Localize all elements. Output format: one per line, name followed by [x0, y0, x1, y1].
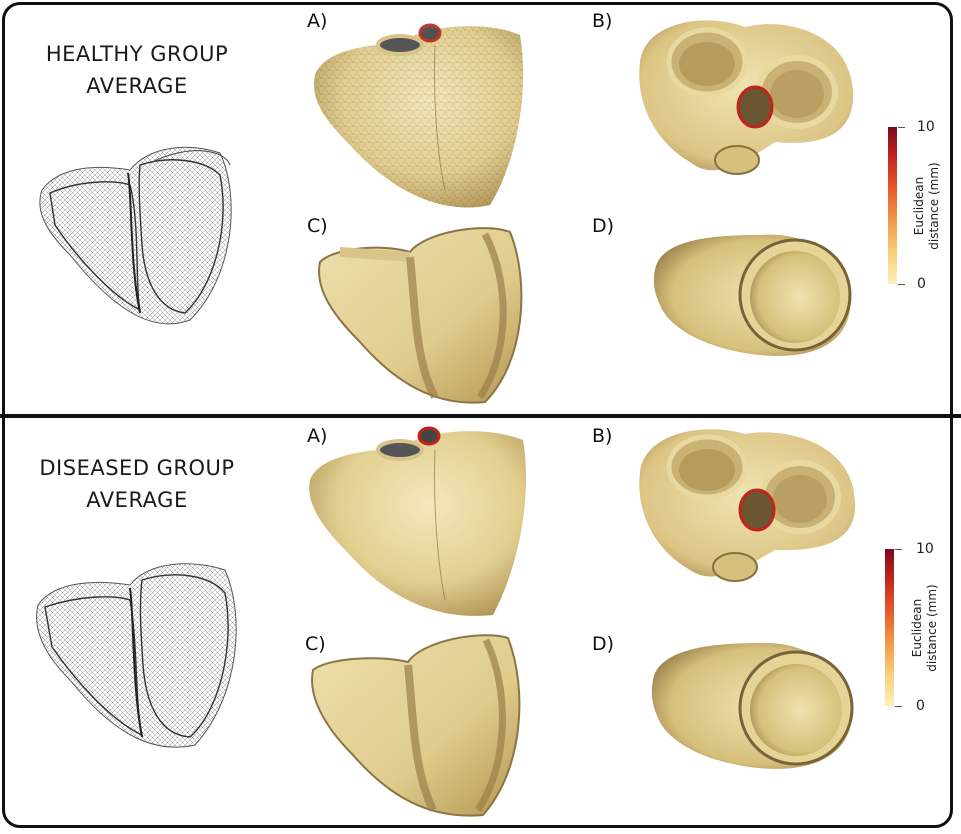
diseased-colorbar-min: 0 — [916, 698, 925, 714]
diseased-title-line1: DISEASED GROUP — [39, 456, 235, 480]
healthy-wireframe-heart — [30, 135, 250, 335]
diseased-colorbar-max: 10 — [916, 541, 934, 557]
healthy-colorbar-title: Euclidean distance (mm) — [912, 162, 941, 250]
healthy-panel-c-heart — [315, 222, 530, 407]
healthy-panel-d-heart — [650, 230, 855, 360]
healthy-panel-b-heart — [635, 12, 860, 187]
diseased-panel-d-label: D) — [592, 633, 615, 655]
healthy-colorbar-min: 0 — [917, 276, 926, 292]
diseased-title-line2: AVERAGE — [86, 488, 188, 512]
healthy-panel-d-label: D) — [592, 215, 615, 237]
diseased-panel-b-label: B) — [592, 425, 613, 447]
healthy-colorbar-gradient — [888, 127, 897, 284]
diseased-panel-c-label: C) — [305, 633, 326, 655]
diseased-colorbar-title: Euclidean distance (mm) — [910, 584, 939, 672]
diseased-group-title: DISEASED GROUP AVERAGE — [12, 452, 262, 516]
diseased-wireframe-heart — [30, 555, 250, 755]
diseased-panel-b-heart — [635, 422, 860, 592]
diseased-colorbar-gradient — [885, 549, 894, 706]
diseased-panel-a-heart — [305, 420, 535, 620]
healthy-title-line1: HEALTHY GROUP — [45, 42, 229, 66]
diseased-panel-a-label: A) — [307, 425, 328, 447]
diseased-panel-c-heart — [308, 630, 533, 820]
group-divider — [0, 414, 961, 418]
healthy-panel-a-heart — [305, 15, 535, 210]
healthy-title-line2: AVERAGE — [86, 74, 188, 98]
wireframe-heart-icon — [36, 563, 237, 748]
healthy-panel-b-label: B) — [592, 10, 613, 32]
diseased-panel-d-heart — [648, 640, 858, 775]
wireframe-heart-icon — [39, 146, 232, 325]
healthy-panel-c-label: C) — [307, 215, 328, 237]
healthy-panel-a-label: A) — [307, 10, 328, 32]
healthy-group-title: HEALTHY GROUP AVERAGE — [12, 38, 262, 102]
healthy-colorbar-max: 10 — [917, 119, 935, 135]
